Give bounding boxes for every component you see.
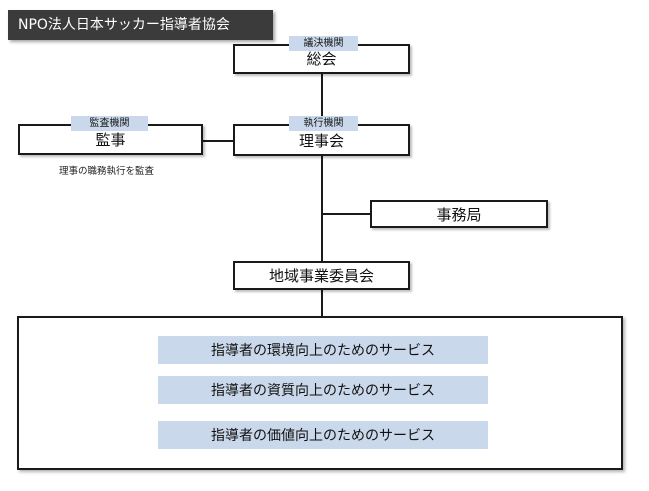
- connector-secretariat: [322, 213, 372, 215]
- connector-auditor-board: [203, 140, 233, 142]
- connector-committee-services: [321, 289, 323, 317]
- service-item: 指導者の価値向上のためのサービス: [158, 421, 488, 449]
- connector-board-committee: [321, 156, 323, 262]
- connector-assembly-board: [321, 72, 323, 124]
- secretariat-box: 事務局: [370, 200, 548, 228]
- board-tag: 執行機関: [289, 116, 358, 131]
- regional-committee-box: 地域事業委員会: [233, 261, 410, 290]
- general-assembly-label: 総会: [306, 50, 337, 68]
- service-item: 指導者の資質向上のためのサービス: [158, 376, 488, 404]
- auditor-box: 監事: [18, 124, 203, 155]
- auditor-note: 理事の職務執行を監査: [59, 166, 155, 177]
- page-title: NPO法人日本サッカー指導者協会: [8, 10, 273, 40]
- board-label: 理事会: [298, 132, 344, 150]
- auditor-tag: 監査機関: [71, 116, 148, 131]
- regional-committee-label: 地域事業委員会: [268, 267, 374, 285]
- auditor-label: 監事: [95, 131, 126, 149]
- general-assembly-tag: 議決機関: [289, 36, 358, 51]
- general-assembly-box: 総会: [233, 44, 410, 74]
- service-item: 指導者の環境向上のためのサービス: [158, 336, 488, 364]
- secretariat-label: 事務局: [436, 205, 482, 224]
